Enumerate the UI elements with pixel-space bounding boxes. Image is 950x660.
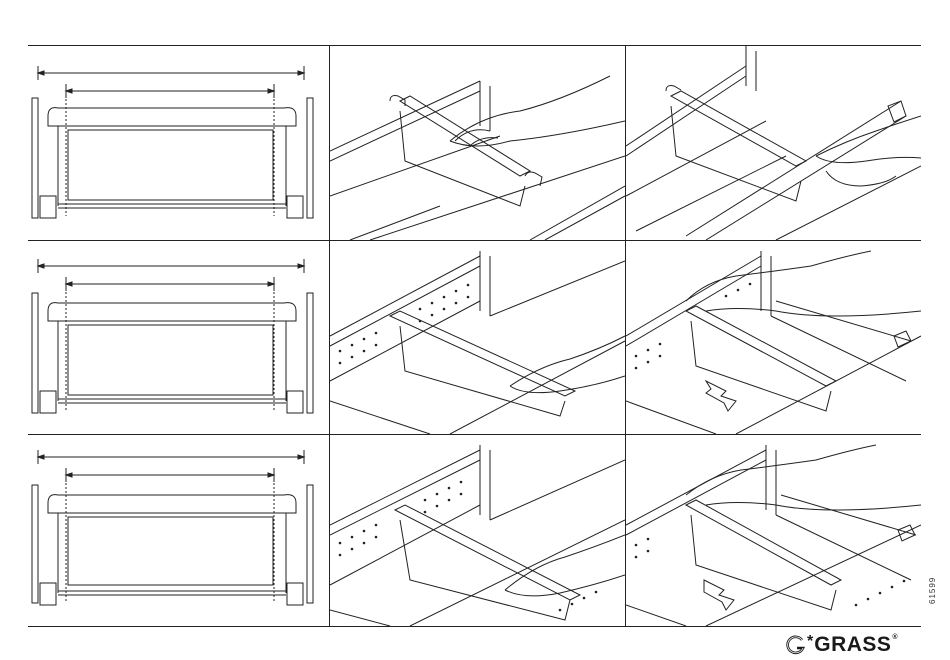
front-view-panel-1 [28,46,329,240]
divider-insert-perforated-illustration [330,241,625,434]
divider-insert-perforated-illustration [330,435,625,626]
brand-name: GRASS [814,633,891,657]
drawer-front-view-illustration [28,46,329,240]
front-view-panel-2 [28,241,329,434]
divider-slide-perforated-illustration [626,241,921,434]
brand-star: * [807,633,813,651]
insert-divider-perforated-panel-1 [330,241,625,434]
insert-divider-panel [330,46,625,240]
panel-grid [28,45,921,627]
brand-g-icon [786,635,806,655]
divider-press-illustration [626,46,921,240]
divider-slide-perforated-illustration [626,435,921,626]
drawer-front-view-illustration [28,241,329,434]
document-code: 61599 [928,577,937,604]
front-view-panel-3 [28,435,329,626]
slide-divider-perforated-panel-2 [626,435,921,626]
registered-mark: ® [892,634,897,641]
divider-insert-illustration [330,46,625,240]
insert-divider-perforated-panel-2 [330,435,625,626]
drawer-front-view-illustration [28,435,329,626]
brand-logo: * GRASS ® [786,633,898,657]
press-divider-panel [626,46,921,240]
slide-divider-perforated-panel-1 [626,241,921,434]
